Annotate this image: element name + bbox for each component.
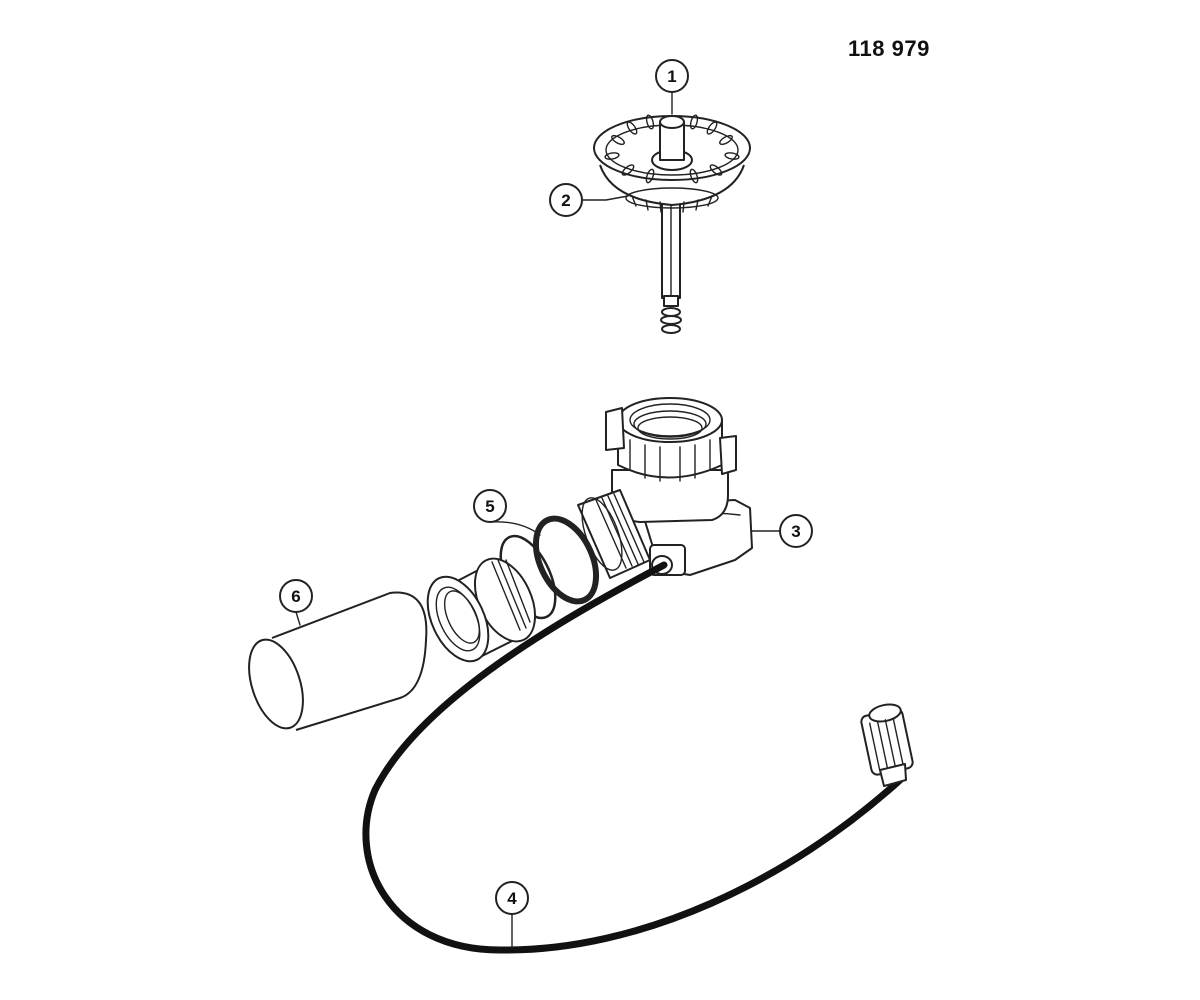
callout-4-label: 4 [507,889,517,908]
union-nut [426,557,537,663]
strainer-basket [593,114,751,334]
callout-5-label: 5 [485,497,494,516]
callout-4: 4 [495,881,529,915]
callout-6-label: 6 [291,587,300,606]
callout-2: 2 [549,183,583,217]
pipe-section [248,591,428,731]
bowden-cable [362,561,914,954]
callout-2-label: 2 [561,191,570,210]
callout-3: 3 [779,514,813,548]
callout-3-label: 3 [791,522,800,541]
callout-6: 6 [279,579,313,613]
drain-elbow-body [577,397,753,579]
callout-1-label: 1 [667,67,676,86]
callout-5: 5 [473,489,507,523]
callout-1: 1 [655,59,689,93]
part-number: 118 979 [848,36,930,61]
